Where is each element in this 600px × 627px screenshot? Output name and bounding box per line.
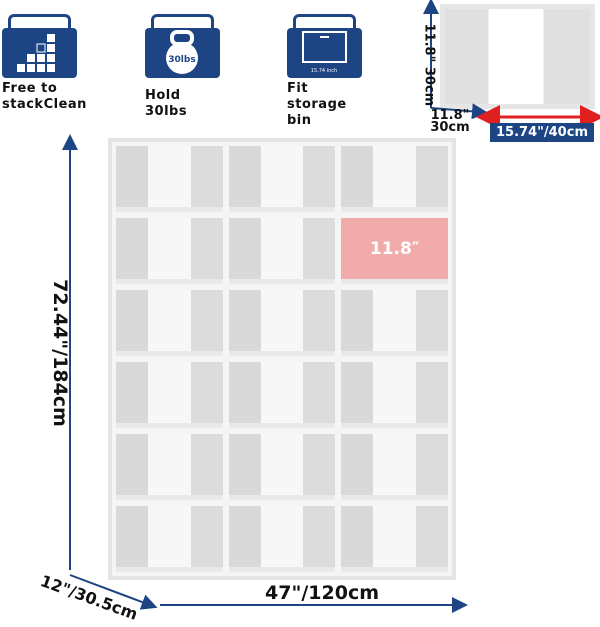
- shelf-unit-image: 11.8″: [108, 138, 456, 580]
- storage-bin-icon: 15.74 inch: [287, 14, 362, 78]
- shelf-cube: [116, 362, 223, 428]
- shelf-cube: [116, 290, 223, 356]
- shelf-height-label: 72.44"/184cm: [49, 279, 71, 427]
- kettlebell-text: 30lbs: [168, 55, 195, 65]
- shelf-cube: [228, 362, 336, 428]
- shelf-cube: [228, 506, 336, 572]
- shelf-cube: [228, 218, 336, 284]
- shelf-cube: [341, 506, 448, 572]
- cube-depth-label: 11.8" 30cm: [430, 108, 470, 135]
- shelf-width-label: 47"/120cm: [265, 582, 379, 604]
- shelf-cube: [116, 506, 223, 572]
- feature-weight: 30lbs Hold 30lbs: [145, 14, 225, 120]
- kettlebell-icon: 30lbs: [145, 14, 220, 78]
- shelf-cube: [341, 362, 448, 428]
- stack-blocks-icon: [2, 14, 77, 78]
- feature-stack: Free to stackClean: [2, 14, 87, 113]
- shelf-cube: [228, 146, 336, 212]
- feature-label: Hold 30lbs: [145, 88, 188, 119]
- shelf-cube: [228, 434, 336, 500]
- cube-height-label: 11.8" 30cm: [421, 23, 437, 107]
- highlighted-cube: 11.8″: [341, 218, 448, 284]
- feature-label: Free to stackClean: [2, 81, 87, 112]
- shelf-cube: [341, 434, 448, 500]
- bin-dimension-text: 15.74 inch: [311, 68, 337, 74]
- shelf-cube: [116, 434, 223, 500]
- shelf-cube: [341, 146, 448, 212]
- feature-bin: 15.74 inch Fit storage bin: [287, 14, 367, 129]
- cube-width-label: 15.74"/40cm: [490, 123, 594, 142]
- shelf-cube: [116, 146, 223, 212]
- shelf-cube: [228, 290, 336, 356]
- shelf-cube: [116, 218, 223, 284]
- feature-label: Fit storage bin: [287, 81, 347, 128]
- shelf-cube: [341, 290, 448, 356]
